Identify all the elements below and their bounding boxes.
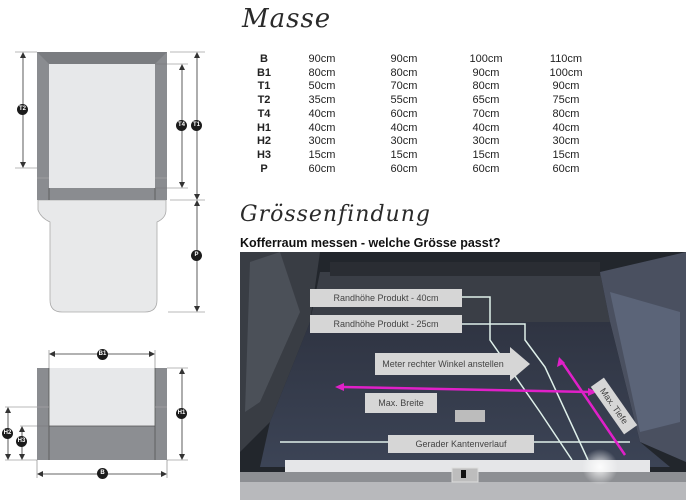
- masse-title: Masse: [242, 4, 332, 34]
- badge-t1: T1: [191, 120, 202, 131]
- badge-t2: T2: [17, 104, 28, 115]
- side-view-drawing: [5, 350, 188, 478]
- badge-h3: H3: [16, 436, 27, 447]
- badge-h2: H2: [2, 428, 13, 439]
- groessenfindung-title: Grössenfindung: [240, 202, 431, 227]
- label-winkel: Meter rechter Winkel anstellen: [382, 359, 504, 369]
- side-view-diagram: B1 B H1 H2 H3: [0, 340, 200, 485]
- badge-p: P: [191, 250, 202, 261]
- label-randhoehe-25: Randhöhe Produkt - 25cm: [310, 315, 462, 333]
- badge-b1: B1: [97, 349, 108, 360]
- label-max-breite: Max. Breite: [365, 393, 437, 413]
- trunk-photo: Randhöhe Produkt - 40cm Randhöhe Produkt…: [240, 252, 686, 500]
- label-randhoehe-40: Randhöhe Produkt - 40cm: [310, 289, 462, 307]
- section-subtitle: Kofferraum messen - welche Grösse passt?: [240, 236, 501, 250]
- badge-t4: T4: [176, 120, 187, 131]
- top-view-drawing: [15, 51, 205, 313]
- badge-h1: H1: [176, 408, 187, 419]
- top-view-diagram: T2 T4 T1 P: [0, 40, 220, 320]
- badge-b: B: [97, 468, 108, 479]
- trunk-photo-drawing: [240, 252, 686, 500]
- label-gerader-kantenverlauf: Gerader Kantenverlauf: [388, 435, 534, 453]
